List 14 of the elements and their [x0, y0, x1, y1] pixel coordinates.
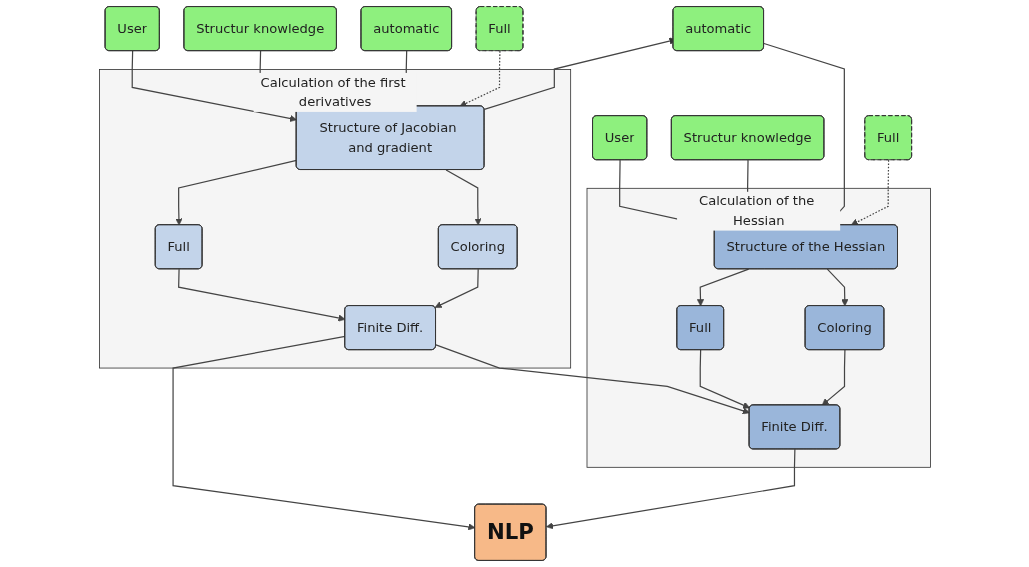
arrow — [171, 335, 475, 531]
arrow — [459, 50, 501, 107]
arrow — [131, 50, 297, 123]
arrow — [850, 159, 889, 226]
arrow — [545, 448, 795, 530]
arrow — [826, 268, 848, 307]
arrow — [174, 159, 297, 226]
arrow — [434, 268, 479, 308]
arrow — [445, 169, 482, 226]
arrow — [696, 268, 749, 307]
arrow — [434, 344, 750, 415]
arrow — [699, 349, 750, 409]
arrow — [177, 268, 345, 322]
arrow — [821, 349, 846, 406]
